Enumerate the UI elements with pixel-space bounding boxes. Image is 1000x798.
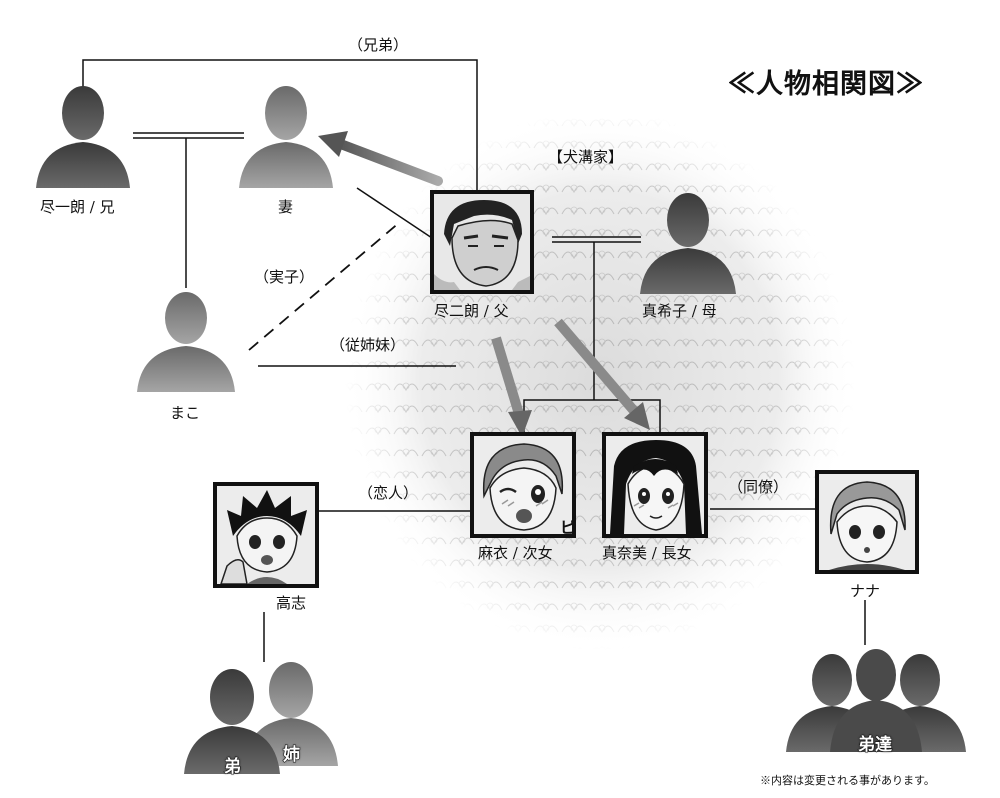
portrait-manami (602, 432, 708, 538)
silhouette-maco (137, 292, 235, 392)
name-jinichiro: 尽一朗 / 兄 (40, 198, 115, 216)
name-wife: 妻 (278, 198, 294, 216)
name-takashi: 高志 (276, 594, 307, 612)
tag-older-sister: 姉 (283, 745, 301, 766)
mai-sound-effect: ピ (560, 518, 576, 537)
label-coworker: （同僚） (728, 478, 789, 496)
silhouette-makiko (640, 193, 736, 294)
name-makiko: 真希子 / 母 (642, 302, 717, 320)
portrait-nana (815, 470, 919, 574)
chart-title: ≪人物相関図≫ (728, 69, 924, 100)
label-brothers: （兄弟） (348, 36, 409, 54)
name-maco: まこ (170, 404, 201, 422)
portrait-takashi (213, 482, 319, 588)
arrow-to-manami (554, 318, 639, 416)
brothers-line (82, 59, 478, 194)
family-label: 【犬溝家】 (548, 148, 624, 166)
silhouette-jinichiro (36, 86, 130, 188)
bio-child-line (248, 221, 401, 351)
silhouette-juniors (786, 649, 966, 752)
name-mai: 麻衣 / 次女 (478, 544, 553, 562)
disclaimer-note: ※内容は変更される事があります。 (760, 774, 935, 787)
tag-juniors: 弟達 (858, 735, 893, 756)
label-biological-child: （実子） (254, 268, 315, 286)
arrow-to-mai (491, 336, 524, 416)
silhouette-wife (239, 86, 333, 188)
arrow-to-wife (333, 138, 443, 186)
name-jinjiro: 尽二朗 / 父 (434, 302, 509, 320)
tag-younger-brother: 弟 (224, 757, 242, 778)
label-lover: （恋人） (358, 484, 419, 502)
name-manami: 真奈美 / 長女 (602, 544, 692, 562)
portrait-jinjiro (430, 190, 534, 294)
portrait-mai: ピ (470, 432, 576, 538)
silhouette-younger-brother (184, 669, 280, 774)
label-cousins: （従姉妹） (330, 336, 406, 354)
cloud-pattern (340, 110, 860, 650)
name-nana: ナナ (850, 582, 881, 600)
